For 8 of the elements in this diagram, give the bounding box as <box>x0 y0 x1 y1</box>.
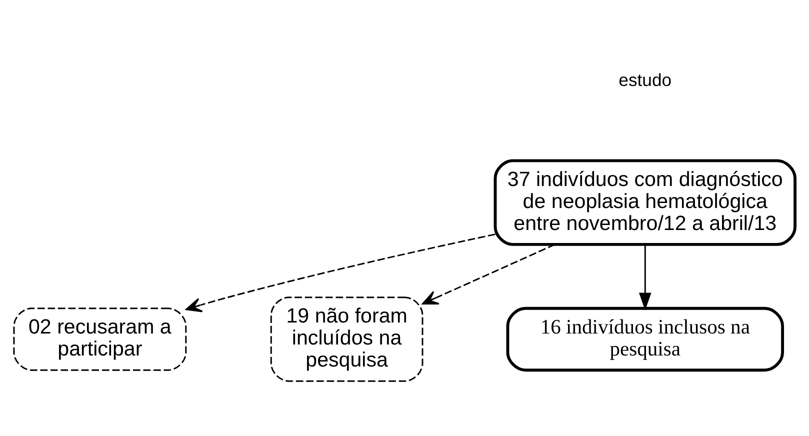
arrow <box>186 234 496 312</box>
node-box: 19 não foram incluídos na pesquisa <box>270 296 424 382</box>
node-box: 02 recusaram a participar <box>13 308 187 371</box>
arrow <box>422 244 556 304</box>
node-box: 37 indivíduos com diagnóstico de neoplasia hematológica entre novembro/12 a abril/13 <box>494 159 796 246</box>
label: estudo <box>618 70 672 90</box>
arrow <box>638 244 652 310</box>
node-box: 16 indivíduos inclusos na pesquisa <box>506 306 784 372</box>
